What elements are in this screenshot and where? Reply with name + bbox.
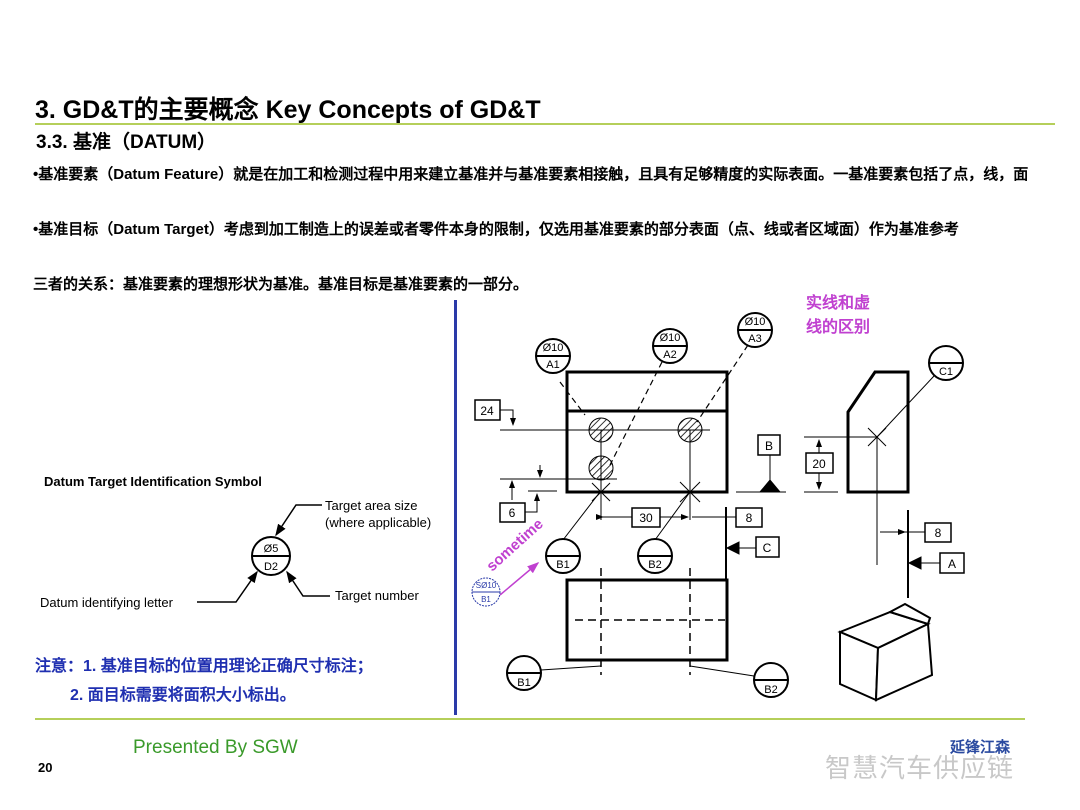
section-subtitle: 3.3. 基准（DATUM） xyxy=(36,132,217,153)
b2-label: B2 xyxy=(648,559,661,571)
pink-arrow xyxy=(499,562,540,596)
small-size: SØ10 xyxy=(476,581,497,590)
wechat-watermark: 智慧汽车供应链 xyxy=(825,753,1015,783)
dim-6: 6 xyxy=(509,506,516,520)
note-2: 2. 面目标需要将面积大小标出。 xyxy=(70,687,296,704)
note-1: 注意：1. 基准目标的位置用理论正确尺寸标注； xyxy=(35,658,373,675)
sometime-label: sometime xyxy=(483,515,546,574)
title-divider xyxy=(35,123,1055,125)
small-label: B1 xyxy=(481,595,491,604)
c1-label: C1 xyxy=(939,366,953,378)
slide-title: 3. GD&T的主要概念 Key Concepts of GD&T xyxy=(35,96,541,124)
a2-label: A2 xyxy=(663,349,676,361)
a2-size: Ø10 xyxy=(660,332,681,344)
dim-24: 24 xyxy=(480,404,494,418)
side-view-drawing xyxy=(804,370,940,598)
datum-a: A xyxy=(948,557,956,571)
dim-30: 30 xyxy=(639,511,653,525)
paragraph-datum-target: •基准目标（Datum Target）考虑到加工制造上的误差或者零件本身的限制，… xyxy=(33,221,959,238)
annotation-line-types-2: 线的区别 xyxy=(806,317,870,336)
b2-label-bottom: B2 xyxy=(764,684,777,696)
symbol-title: Datum Target Identification Symbol xyxy=(44,474,262,489)
dim-8: 8 xyxy=(746,511,753,525)
a1-size: Ø10 xyxy=(543,342,564,354)
label-target-area-size: Target area size xyxy=(325,498,418,513)
datum-c: C xyxy=(763,541,772,555)
a3-label: A3 xyxy=(748,333,761,345)
label-target-number: Target number xyxy=(335,588,419,603)
footer-divider xyxy=(35,718,1025,720)
isometric-block xyxy=(837,602,934,702)
dim-8-side: 8 xyxy=(935,526,942,540)
symbol-number: D2 xyxy=(264,561,278,573)
a1-label: A1 xyxy=(546,359,559,371)
dim-20: 20 xyxy=(812,457,826,471)
spherical-target-symbol: SØ10 B1 xyxy=(471,577,501,607)
label-where-applicable: (where applicable) xyxy=(325,515,431,530)
datum-b: B xyxy=(765,439,773,453)
dimension-boxes: 24 6 30 8 B C 20 8 A xyxy=(474,399,965,574)
top-view-drawing xyxy=(500,344,786,580)
front-view-drawing xyxy=(540,568,755,677)
page-number: 20 xyxy=(38,760,53,775)
b1-label: B1 xyxy=(556,559,569,571)
presented-by: Presented By SGW xyxy=(133,737,298,758)
annotation-line-types-1: 实线和虚 xyxy=(806,293,870,312)
symbol-size: Ø5 xyxy=(264,543,279,555)
a3-size: Ø10 xyxy=(745,316,766,328)
company-logo: 延锋江森 xyxy=(950,739,1011,756)
paragraph-datum-feature: •基准要素（Datum Feature）就是在加工和检测过程中用来建立基准并与基… xyxy=(33,166,1029,183)
label-datum-letter: Datum identifying letter xyxy=(40,595,174,610)
vertical-divider xyxy=(454,300,457,715)
paragraph-relationship: 三者的关系：基准要素的理想形状为基准。基准目标是基准要素的一部分。 xyxy=(33,276,529,293)
datum-target-symbol: Datum Target Identification Symbol Ø5 D2… xyxy=(40,474,431,610)
b1-label-bottom: B1 xyxy=(517,677,530,689)
